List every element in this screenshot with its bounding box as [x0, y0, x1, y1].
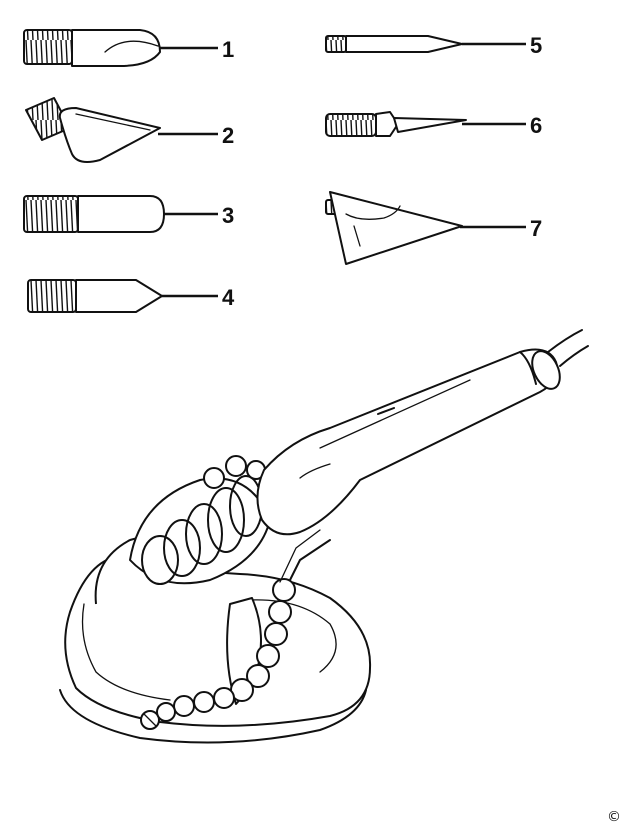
- tip-5-pencil: [325, 35, 463, 53]
- iron-handle: [256, 348, 561, 536]
- tip-4-conical: [27, 279, 163, 313]
- tip-3-blunt: [23, 195, 165, 233]
- callout-6: 6: [530, 113, 542, 138]
- callout-3: 3: [222, 203, 234, 228]
- bead-arm: [156, 529, 331, 722]
- power-cord: [547, 329, 583, 353]
- callout-1: 1: [222, 37, 234, 62]
- callout-4: 4: [222, 285, 235, 310]
- soldering-iron-on-stand: [59, 329, 589, 744]
- callout-5: 5: [530, 33, 542, 58]
- copyright-mark: ©: [607, 809, 621, 825]
- tip-1-chisel: [23, 29, 161, 67]
- callout-7: 7: [530, 216, 542, 241]
- coil-holder: [129, 455, 271, 585]
- tip-2-spade: [25, 97, 161, 163]
- tip-6-knife: [325, 111, 467, 137]
- tip-7-triangle: [325, 191, 463, 265]
- callout-2: 2: [222, 123, 234, 148]
